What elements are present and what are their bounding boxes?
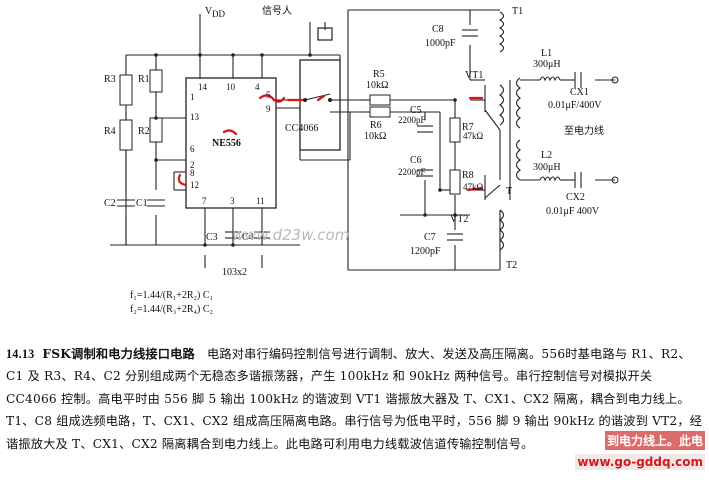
ic-cc4066-label: CC4066 (285, 123, 318, 134)
t2-label: T2 (506, 260, 517, 271)
pin-4: 4 (255, 82, 260, 92)
cx1-value: 0.01μF/400V (548, 100, 602, 111)
r8-value: 47kΩ (463, 182, 484, 192)
cap-code-label: 103x2 (222, 267, 247, 278)
figure-description: 电路对串行编码控制信号进行调制、放大、发送及高压隔离。556时基电路与 R1、R… (6, 347, 703, 451)
pin-7: 7 (202, 196, 207, 206)
r6-label: R6 (370, 120, 382, 131)
ic-556-label: NE556 (212, 138, 241, 149)
cx2-value: 0.01μF 400V (546, 206, 600, 217)
vt2-label: VT2 (450, 214, 468, 225)
r2-label: R2 (138, 126, 150, 137)
c5-label: C5 (410, 105, 422, 116)
c6-value: 2200pF (398, 167, 426, 177)
pin-6: 6 (190, 144, 195, 154)
pin-9: 9 (266, 104, 271, 114)
l2-value: 300μH (533, 162, 561, 173)
figure-title: FSK调制和电力线接口电路 (42, 347, 195, 361)
r5-label: R5 (373, 69, 385, 80)
c2-label: C2 (104, 198, 116, 209)
t-label: T (506, 186, 512, 197)
c7-value: 1200pF (410, 246, 441, 257)
pin-8: 8 (190, 168, 195, 178)
diagram-watermark: www.d23w.com (232, 226, 349, 244)
capacitor-symbols (117, 29, 619, 241)
pin-11: 11 (256, 196, 265, 206)
cx2-label: CX2 (566, 192, 585, 203)
c8-value: 1000pF (425, 38, 456, 49)
pin-13: 13 (190, 112, 200, 122)
site-watermark-overlay: 到电力线上。此电 (604, 431, 705, 450)
c6-label: C6 (410, 155, 422, 166)
formula-f2: f₂=1.44/(R₃+2R₄) C₂ (130, 304, 213, 315)
c7-label: C7 (424, 232, 436, 243)
circuit-schematic: V DD 信号人 NE556 CC4066 14 10 4 1 13 6 2 8… (104, 5, 619, 315)
junction-dots (154, 53, 457, 247)
vt1-label: VT1 (465, 70, 483, 81)
pin-3: 3 (230, 196, 235, 206)
r1-label: R1 (138, 74, 150, 85)
c8-label: C8 (432, 24, 444, 35)
r7-value: 47kΩ (463, 131, 484, 141)
c5-value: 2200pF (398, 115, 426, 125)
formula-f1: f₁=1.44/(R₁+2R₂) C₁ (130, 290, 213, 301)
pin-14: 14 (198, 82, 208, 92)
vdd-sub-label: DD (212, 9, 225, 19)
c4-label: C4 (242, 232, 254, 243)
l2-label: L2 (541, 150, 552, 161)
ic-cc4066 (299, 27, 341, 151)
l1-value: 300μH (533, 59, 561, 70)
signal-input-label: 信号人 (262, 5, 292, 17)
cx1-label: CX1 (570, 87, 589, 98)
r5-value: 10kΩ (366, 80, 388, 91)
site-watermark: www.go-gddq.com (575, 454, 705, 470)
pin-5: 5 (266, 90, 271, 100)
t1-label: T1 (512, 6, 523, 17)
red-annotation-marks (177, 94, 484, 192)
r6-value: 10kΩ (364, 131, 386, 142)
resistor-symbols (119, 69, 461, 195)
transformer-coils (498, 11, 561, 251)
figure-number: 14.13 (6, 347, 35, 361)
pin-12: 12 (190, 180, 199, 190)
l1-label: L1 (541, 48, 552, 59)
vdd-label: V (205, 6, 213, 17)
c1-label: C1 (136, 198, 148, 209)
transistor-symbols (470, 85, 486, 200)
figure-caption: 14.13 FSK调制和电力线接口电路电路对串行编码控制信号进行调制、放大、发送及… (6, 343, 706, 455)
pin-1: 1 (190, 92, 195, 102)
pin-10: 10 (226, 82, 236, 92)
pin-2: 2 (190, 160, 195, 170)
c3-label: C3 (206, 232, 218, 243)
r7-label: R7 (462, 122, 474, 133)
r4-label: R4 (104, 126, 116, 137)
power-line-label: 至电力线 (564, 124, 604, 137)
r3-label: R3 (104, 74, 116, 85)
schematic-labels: V DD 信号人 NE556 CC4066 14 10 4 1 13 6 2 8… (104, 5, 604, 315)
ic-556 (185, 77, 277, 209)
r8-label: R8 (462, 170, 474, 181)
